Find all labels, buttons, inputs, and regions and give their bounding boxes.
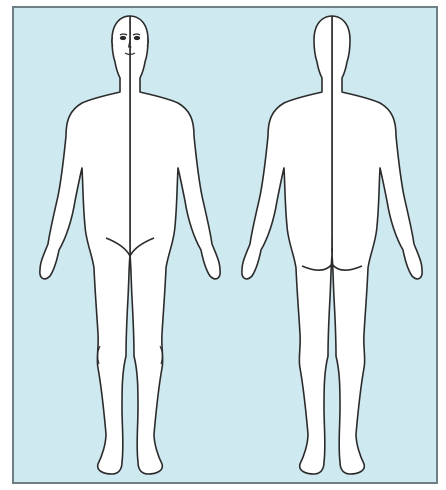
body-chart-panel [12,6,438,484]
body-chart-canvas [14,8,436,482]
